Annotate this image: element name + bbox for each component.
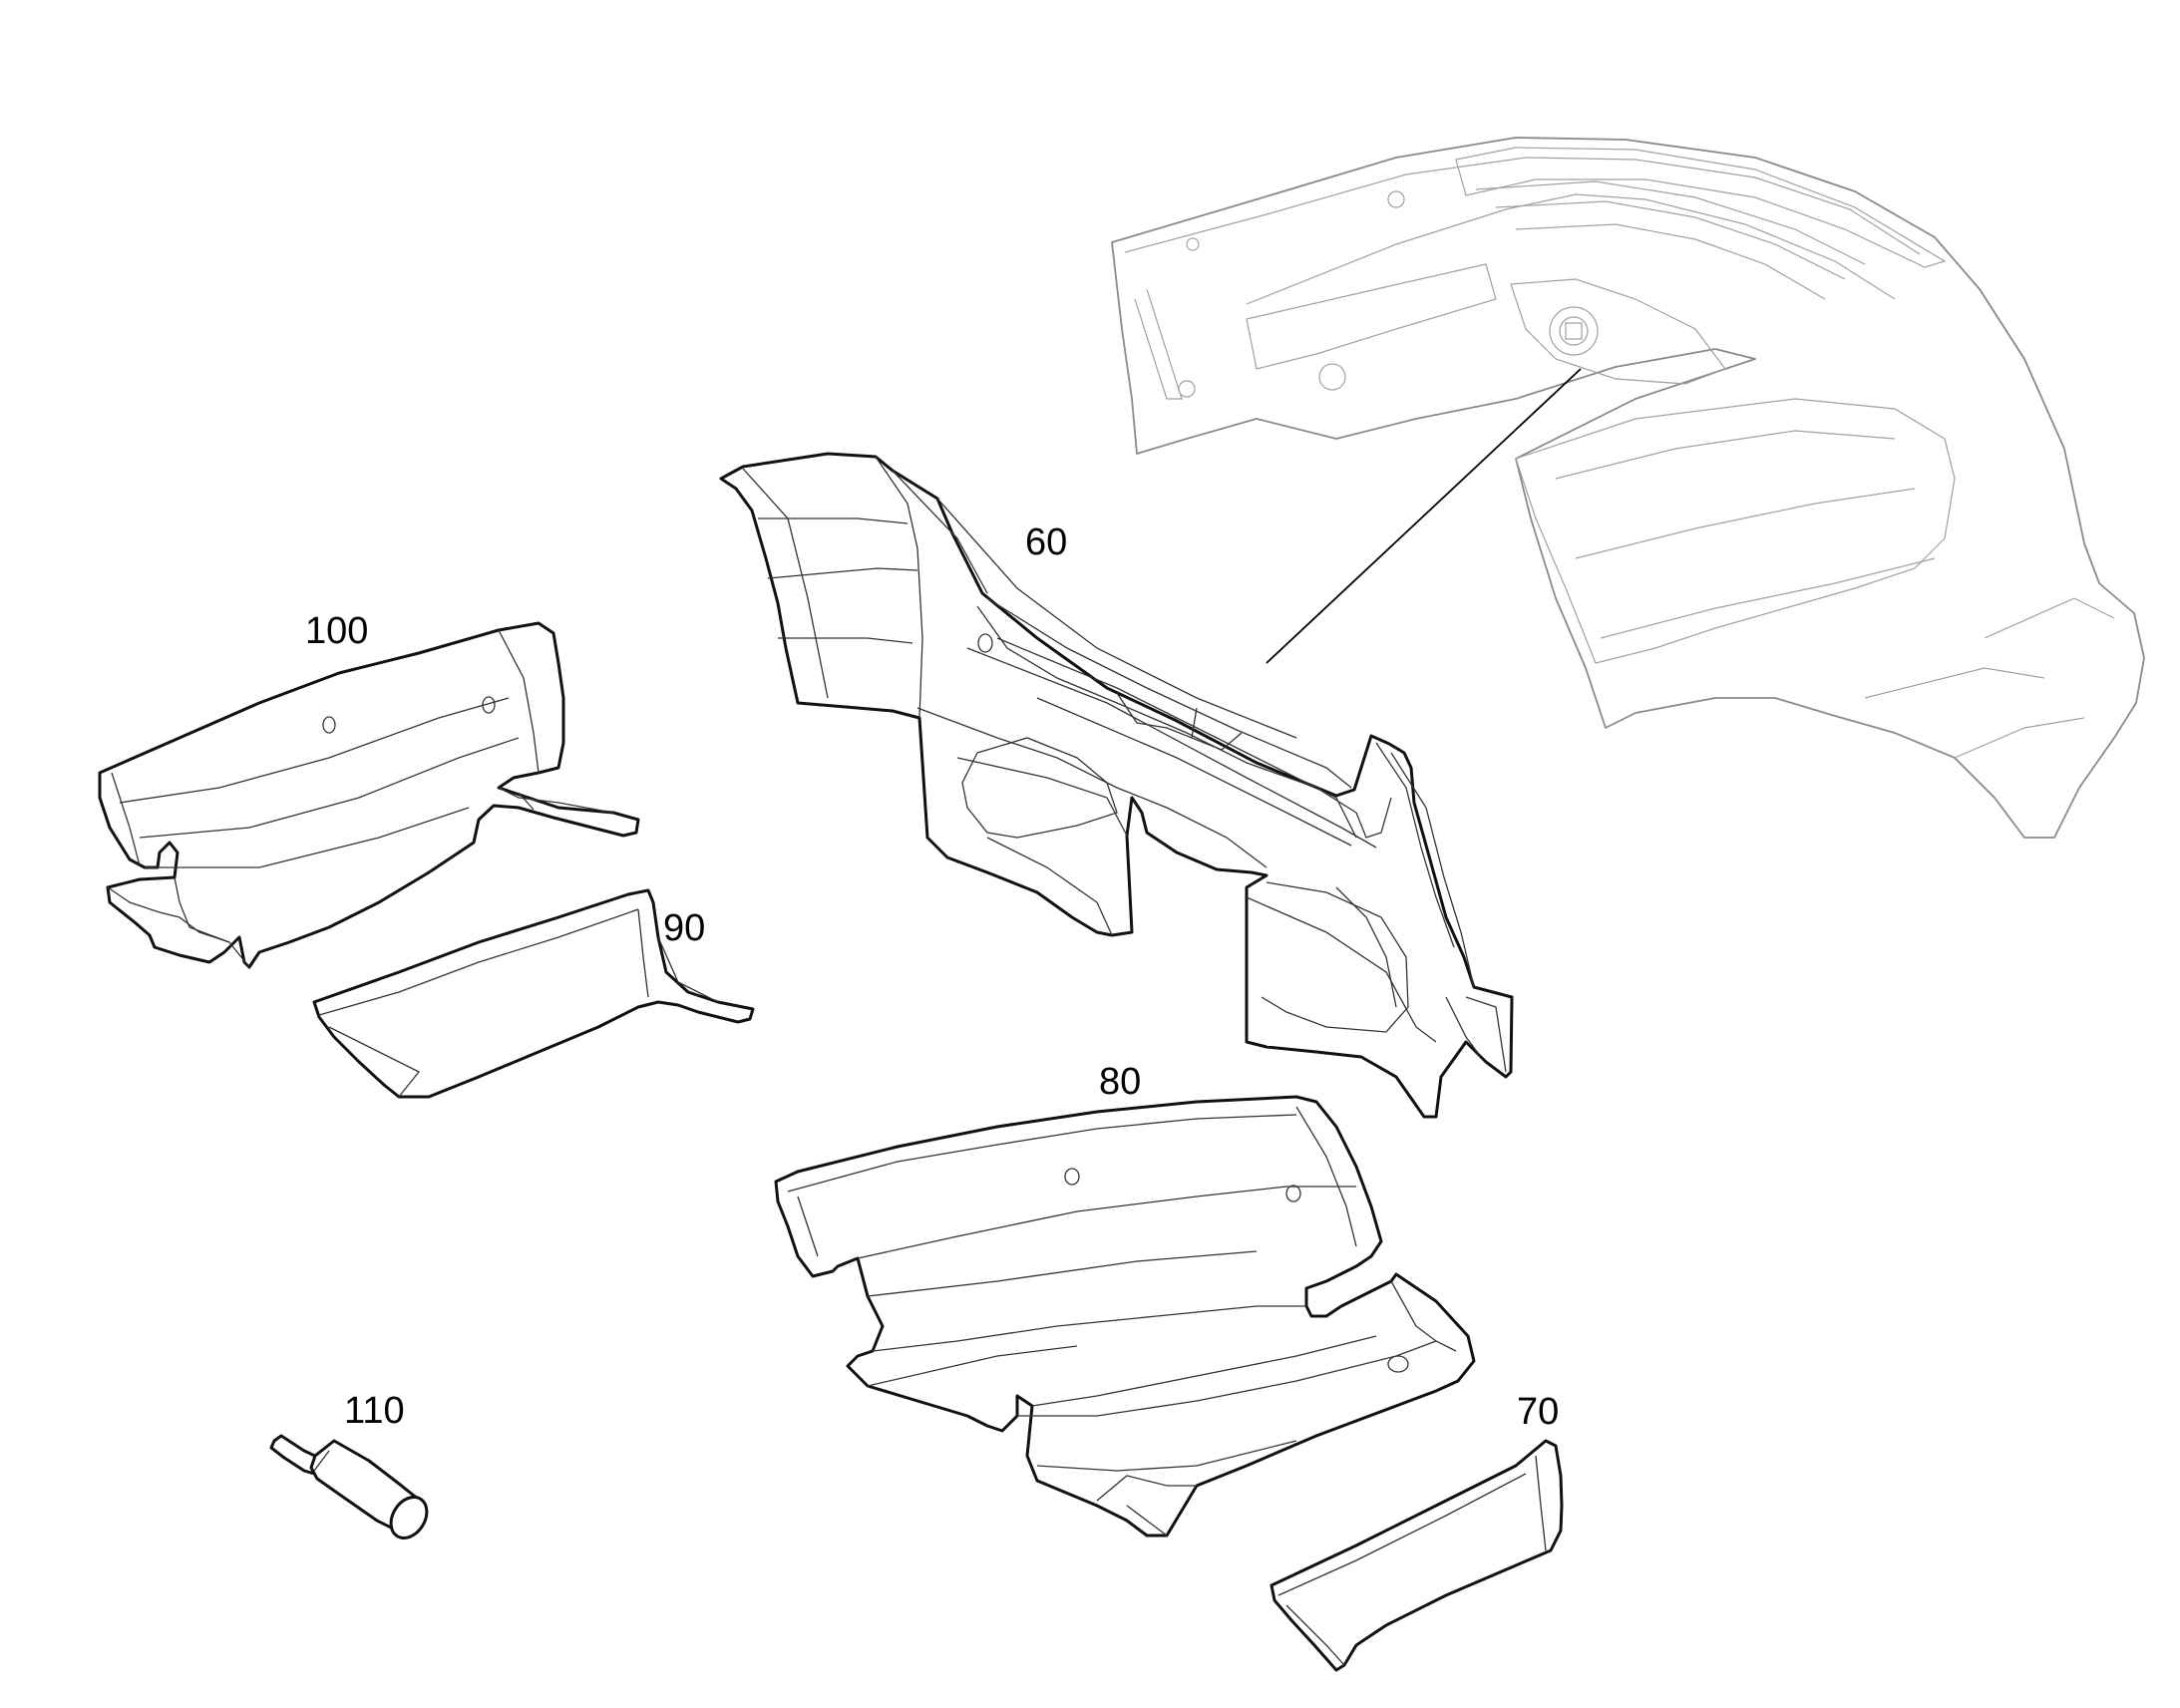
part-label-100: 100: [305, 610, 368, 652]
vehicle-rear-body-ghost: [1111, 137, 2145, 839]
part-label-110: 110: [344, 1390, 405, 1432]
part-70-trim-strip: [1270, 1439, 1564, 1672]
part-100-side-cover: [98, 621, 640, 969]
part-label-80: 80: [1099, 1061, 1141, 1103]
leader-line-60: [1266, 368, 1582, 664]
part-80-lower-trim-panel: [774, 1095, 1476, 1537]
part-110-adhesive-tube: [269, 1434, 429, 1539]
part-label-70: 70: [1517, 1391, 1559, 1433]
part-90-trim-strip: [312, 888, 755, 1099]
part-label-60: 60: [1025, 521, 1067, 563]
part-label-90: 90: [663, 907, 705, 949]
part-60-rear-trim-panel: [719, 452, 1514, 1119]
